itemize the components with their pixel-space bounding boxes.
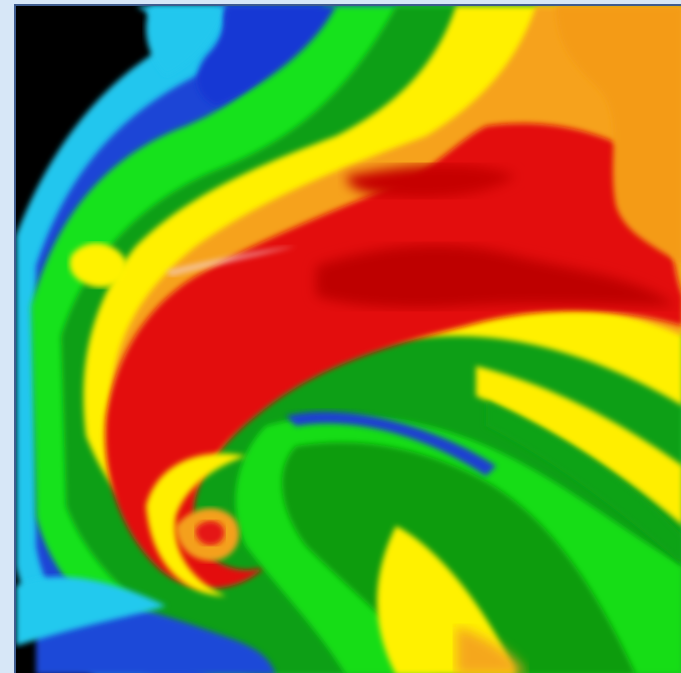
radar-image: [14, 4, 681, 673]
radar-edge-blue-topleft: [197, 6, 336, 106]
radar-edge-cyan-topleft: [146, 6, 226, 76]
radar-swirl-graphic: [16, 6, 681, 673]
radar-streak-yellow-lower: [377, 526, 516, 673]
radar-swirl-arm-yellow: [146, 453, 246, 596]
radar-stripe-green-right: [486, 401, 681, 565]
radar-swirl-arm-cyan: [16, 576, 166, 646]
radar-streak-blue-lower: [286, 411, 496, 476]
radar-band-red: [105, 123, 681, 589]
radar-streak-darkgreen-lower: [282, 442, 636, 673]
radar-swirl-eye-core: [195, 520, 225, 546]
radar-streak-orange-lower: [456, 626, 525, 673]
radar-band-dark-red-2: [346, 164, 516, 198]
radar-area-orange-top: [556, 6, 681, 265]
radar-stripe-yellow-right: [476, 366, 681, 525]
radar-streak-white: [166, 246, 296, 276]
radar-band-dark-red: [316, 245, 676, 308]
radar-blob-yellow-left: [69, 243, 127, 288]
